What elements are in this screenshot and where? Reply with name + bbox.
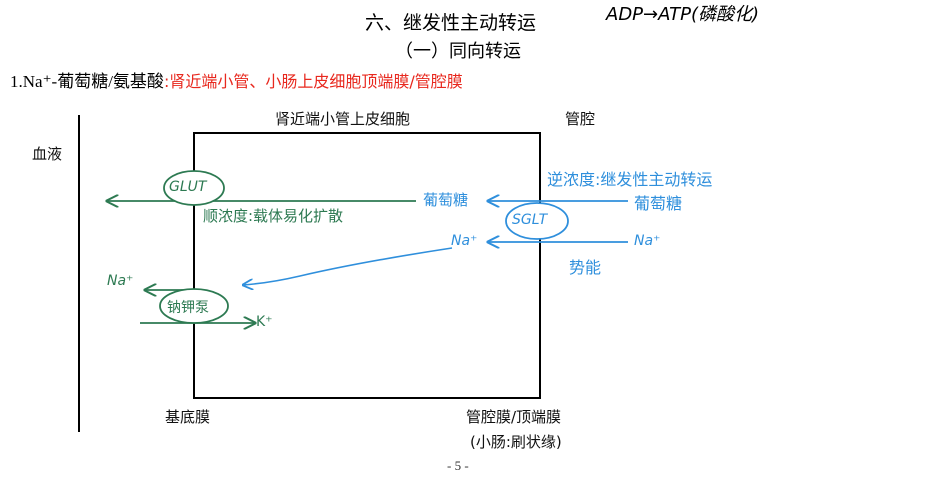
item-1-label: 1.Na⁺-葡萄糖/氨基酸: [10, 72, 164, 91]
page-number: - 5 -: [447, 458, 469, 473]
na-k-pump: [159, 288, 229, 324]
pump-k-label: K⁺: [256, 314, 273, 330]
lumen-label: 管腔: [565, 110, 596, 128]
sglt-transporter: [505, 202, 569, 240]
atp-note: ADP→ATP(磷酸化): [606, 4, 760, 25]
pump-na-label: Na⁺: [107, 273, 134, 289]
na-intracellular-arrow: [243, 247, 453, 285]
glut-description: 顺浓度:载体易化扩散: [203, 207, 344, 225]
glut-transporter: [163, 170, 225, 206]
cell-label: 肾近端小管上皮细胞: [275, 110, 411, 128]
sglt-description: 逆浓度:继发性主动转运: [547, 170, 713, 189]
glut-label: GLUT: [169, 179, 207, 195]
pump-label: 钠钾泵: [167, 300, 209, 316]
section-title: 六、继发性主动转运: [365, 12, 537, 34]
item-1-location: :肾近端小管、小肠上皮细胞顶端膜/管腔膜: [163, 72, 463, 91]
section-subtitle: （一）同向转运: [395, 41, 521, 62]
apical-note: (小肠:刷状缘): [470, 433, 562, 451]
basal-membrane-label: 基底膜: [165, 408, 211, 426]
glucose-inside-label: 葡萄糖: [423, 191, 469, 209]
na-cell-label: Na⁺: [451, 233, 478, 249]
item-1-heading: 1.Na⁺-葡萄糖/氨基酸:肾近端小管、小肠上皮细胞顶端膜/管腔膜: [10, 67, 463, 92]
sglt-label: SGLT: [512, 212, 548, 228]
na-lumen-label: Na⁺: [634, 233, 661, 249]
epithelial-cell: [193, 132, 541, 399]
apical-membrane-label: 管腔膜/顶端膜: [466, 408, 562, 426]
blood-label: 血液: [32, 145, 63, 163]
glucose-lumen-label: 葡萄糖: [634, 194, 683, 213]
potential-label: 势能: [569, 258, 602, 277]
